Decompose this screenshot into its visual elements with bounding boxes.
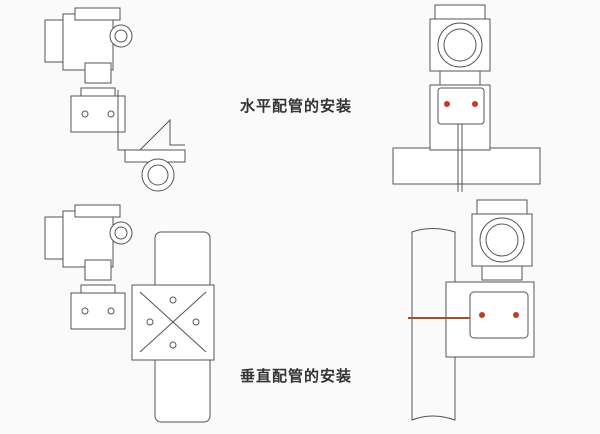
horizontal-pipe bbox=[392, 147, 541, 185]
u-bolt-pipe bbox=[141, 158, 175, 192]
side-transmitter-vertical bbox=[44, 204, 215, 423]
front-transmitter-vertical bbox=[408, 199, 535, 421]
vertical-piping-label: 垂直配管的安装 bbox=[240, 367, 353, 385]
front-transmitter-horizontal bbox=[392, 4, 541, 192]
horizontal-piping-label: 水平配管的安装 bbox=[240, 97, 353, 115]
side-transmitter-horizontal bbox=[44, 7, 186, 192]
